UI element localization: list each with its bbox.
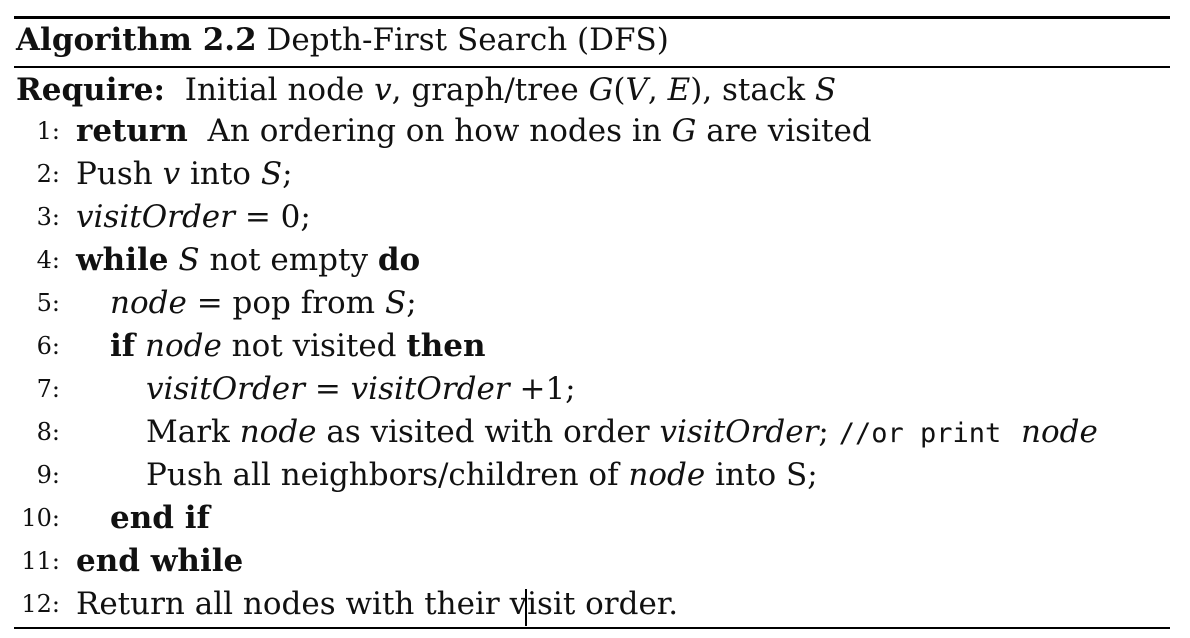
require-text: ), stack (690, 72, 806, 108)
line-number: 8: (36, 418, 60, 446)
code-text: Return all nodes with their visit order. (76, 586, 679, 622)
line-number: 12: (21, 590, 60, 618)
variable: visitOrder (659, 414, 819, 450)
line-number: 11: (21, 547, 60, 575)
line-number: 5: (36, 289, 60, 317)
require-keyword: Require: (16, 72, 165, 108)
line-number: 6: (36, 332, 60, 360)
code-text: = (314, 371, 341, 407)
code-text: Push all neighbors/children of (146, 457, 619, 493)
variable: node (1021, 414, 1098, 450)
keyword: while (76, 242, 169, 278)
keyword: then (406, 328, 486, 364)
variable: visitOrder (146, 371, 305, 407)
line-number: 9: (36, 461, 60, 489)
require-text: , graph/tree (391, 72, 579, 108)
line-number: 4: (36, 246, 60, 274)
variable: visitOrder (350, 371, 510, 407)
code-text: are visited (706, 113, 872, 149)
line-code: Mark node as visited with order visitOrd… (146, 411, 1098, 455)
code-text: ; (818, 414, 829, 450)
math-v: v (374, 72, 392, 108)
math-E: E (667, 72, 691, 108)
line-code: end while (76, 540, 243, 582)
line-number: 2: (36, 160, 60, 188)
code-text: not visited (231, 328, 397, 364)
code-text: ; (282, 156, 293, 192)
code-text: +1; (519, 371, 576, 407)
code-text: An ordering on how nodes in (207, 113, 662, 149)
bottom-rule (14, 627, 1170, 629)
math-var: S (260, 156, 283, 192)
code-text: into (189, 156, 251, 192)
line-number: 3: (36, 203, 60, 231)
keyword: end while (76, 543, 244, 579)
line-number: 10: (21, 504, 60, 532)
line-code: Return all nodes with their visit order. (76, 583, 678, 625)
caption-rule (14, 66, 1170, 68)
algorithm-caption: Algorithm 2.2 Depth-First Search (DFS) (16, 21, 669, 59)
code-text: = 0; (244, 199, 311, 235)
keyword: if (110, 328, 136, 364)
require-text: , (647, 72, 658, 108)
keyword: return (76, 113, 188, 149)
code-text: not empty (209, 242, 368, 278)
code-text: ; (406, 285, 417, 321)
math-var: v (162, 156, 181, 192)
line-number: 1: (36, 117, 60, 145)
math-var: S (384, 285, 407, 321)
line-code: node = pop from S; (110, 282, 417, 324)
code-text: as visited with order (326, 414, 650, 450)
require-text: Initial node (184, 72, 365, 108)
math-var: S (178, 242, 200, 278)
variable: node (110, 285, 187, 321)
variable: node (144, 328, 222, 364)
code-text: = pop from (196, 285, 376, 321)
variable: node (239, 414, 317, 450)
variable: visitOrder (76, 199, 235, 235)
math-var: G (671, 113, 697, 149)
code-text: Mark (146, 414, 230, 450)
line-code: visitOrder = 0; (76, 196, 311, 238)
text-cursor (525, 589, 527, 626)
line-code: visitOrder = visitOrder +1; (146, 368, 576, 410)
top-rule (14, 16, 1170, 19)
code-text: Push (76, 156, 153, 192)
math-S: S (814, 72, 837, 108)
line-code: while S not empty do (76, 239, 420, 281)
math-V: V (625, 72, 648, 108)
line-number: 7: (36, 375, 60, 403)
math-G: G (588, 72, 614, 108)
require-line: Require: Initial node v, graph/tree G(V,… (16, 71, 836, 109)
line-code: if node not visited then (110, 325, 486, 367)
line-code: Push v into S; (76, 153, 293, 195)
keyword: end if (110, 500, 210, 536)
require-text: ( (613, 72, 626, 108)
code-comment: //or print (838, 418, 1002, 449)
line-code: end if (110, 497, 210, 539)
variable: node (628, 457, 706, 493)
code-text: into S; (715, 457, 818, 493)
line-code: return An ordering on how nodes in G are… (76, 110, 872, 152)
algorithm-title: Depth-First Search (DFS) (266, 22, 669, 58)
keyword: do (377, 242, 421, 278)
line-code: Push all neighbors/children of node into… (146, 454, 818, 496)
algorithm-label: Algorithm 2.2 (16, 22, 257, 58)
